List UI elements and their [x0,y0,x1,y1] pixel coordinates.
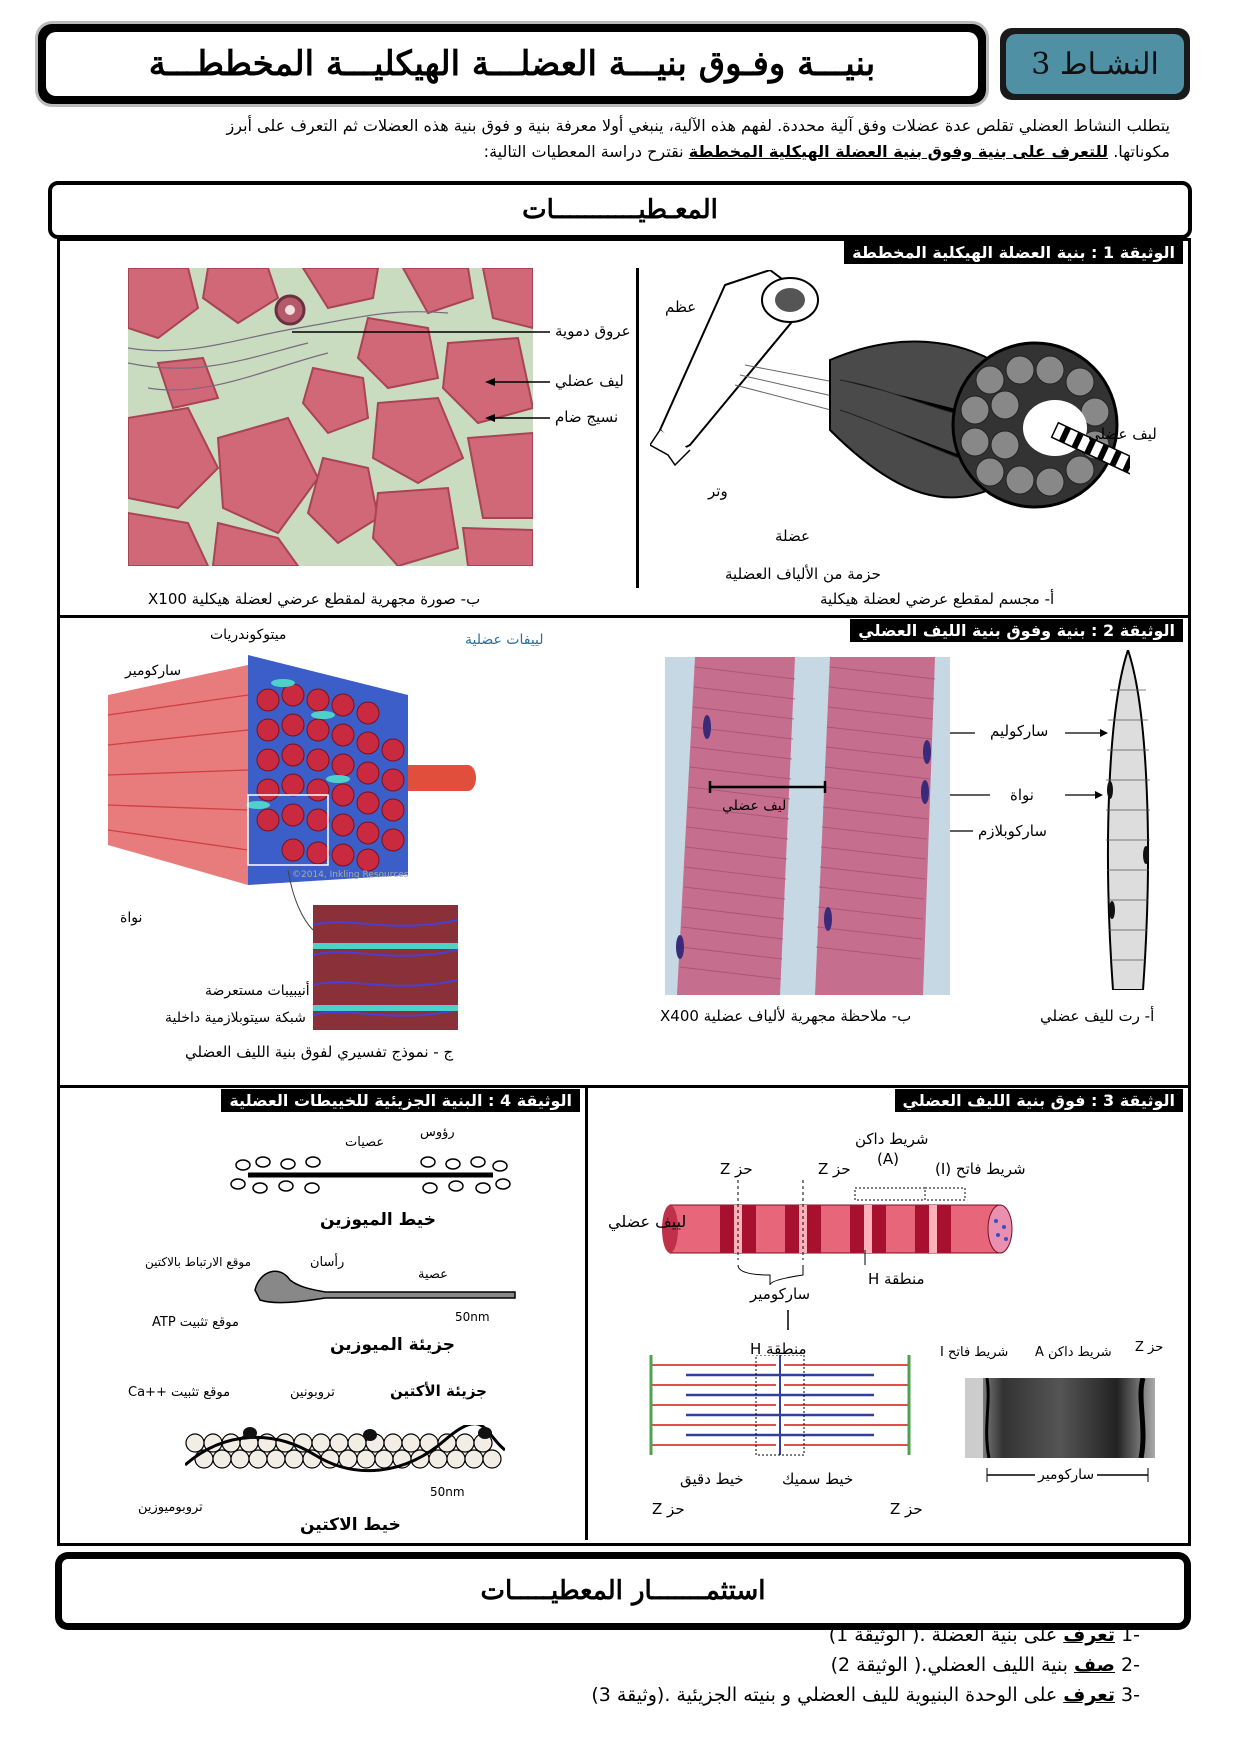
doc1-label-fiber-a: ليف عضلي [1088,425,1157,443]
doc2-label-nucleus-a: نواة [1010,786,1034,804]
doc2-label-mito: ميتوكوندريات [210,627,287,643]
doc4-label-heads: رؤوس [420,1125,455,1140]
doc1-caption-a: أ- مجسم لمقطع عرضي لعضلة هيكلية [820,590,1055,608]
doc2-label-ttubules: أنيبيبات مستعرضة [205,983,310,999]
doc1-label-vessels: عروق دموية [555,322,631,340]
activity-label: النشـاط 3 [1031,46,1159,82]
doc3-label-z2: حز Z [818,1160,851,1178]
question-item: -3 تعرف على الوحدة البنيوية لليف العضلي … [591,1684,1140,1706]
doc3-title: الوثيقة 3 : فوق بنية الليف العضلي [894,1089,1183,1112]
doc3-annotations [737,1180,966,1330]
doc1-micrograph [128,268,533,566]
doc2-title: الوثيقة 2 : بنية وفوق بنية الليف العضلي [850,619,1183,642]
doc4-actin-filament [185,1425,505,1473]
doc2-watermark: ©2014, Inkling Resources [292,870,409,880]
doc2-label-fiber-b: ليف عضلي [722,798,787,814]
doc1-label-fiber-b: ليف عضلي [555,372,624,390]
doc2-caption-a: أ- رت لليف عضلي [1040,1007,1155,1025]
doc3-label-thin: خيط دقيق [680,1470,744,1488]
doc3-label-em-i: شريط فاتح I [940,1345,1009,1360]
intro-text-a: مكوناتها. [1113,142,1170,161]
doc3-label-em-a: شريط داكن A [1035,1345,1112,1360]
doc4-label-ca-site: موقع تثبيت ++Ca [128,1385,231,1400]
doc1-label-connective: نسيج ضام [555,408,619,426]
exploit-section-banner: استثمـــــــار المعطيـــــات [58,1555,1188,1627]
doc3-filament-schematic [649,1355,911,1456]
doc2-label-nucleus-c: نواة [120,910,143,926]
doc2-label-sarcolemma: ساركوليم [990,722,1049,740]
question-item: -2 صف بنية الليف العضلي.( الوثيقة 2) [830,1654,1140,1676]
exploit-section-title: استثمـــــــار المعطيـــــات [480,1576,766,1606]
doc4-label-tropomyosin: تروبوميوزين [138,1500,203,1515]
intro-line-2: مكوناتها. للتعرف على بنية وفوق بنية العض… [50,139,1170,165]
doc1-muscle-drawing [650,270,1130,509]
doc4-label-rods: عصيات [345,1135,385,1150]
intro-text-c: نقترح دراسة المعطيات التالية: [483,142,684,161]
data-section-banner: المعـطيـــــــــــات [48,181,1192,239]
questions-list: -1 تعرف على بنية العضلة .( الوثيقة 1) -2… [60,1620,1140,1710]
doc3-label-z4: حز Z [890,1500,923,1518]
doc3-electron-micrograph [965,1378,1155,1458]
doc2-label-myofibrils: لييفات عضلية [465,632,544,648]
doc3-label-h-zone-2: منطقة H [750,1340,807,1358]
doc3-label-dark-band-code: (A) [877,1150,899,1168]
doc4-label-atp-site: موقع تثبيت ATP [152,1315,239,1330]
activity-badge: النشـاط 3 [1006,34,1184,94]
doc2-micrograph [665,657,950,995]
doc4-myosin-molecule [254,1270,516,1304]
title-panel: بنيـــة وفـوق بنيـــة العضلـــة الهيكليـ… [46,32,978,96]
question-item: -1 تعرف على بنية العضلة .( الوثيقة 1) [828,1624,1140,1646]
doc3-label-light-band: شريط فاتح (I) [935,1160,1026,1178]
doc1-divider [636,268,639,588]
doc4-scale-2: 50nm [430,1485,465,1499]
doc1-label-muscle: عضلة [775,527,810,545]
doc4-label-actin-filament: خيط الاكتين [300,1515,401,1535]
doc4-label-two-heads: رأسان [310,1255,345,1270]
doc3-label-z3: حز Z [652,1500,685,1518]
doc2-fiber-drawing [1106,650,1150,990]
data-section-title: المعـطيـــــــــــات [522,195,718,225]
doc2-caption-b: ب- ملاحظة مجهرية لألياف عضلية X400 [660,1007,912,1025]
doc4-label-actin-site: موقع الارتباط بالاكتين [145,1255,251,1269]
doc3-label-thick: خيط سميك [782,1470,854,1488]
doc2-a-pointers [927,729,1108,835]
doc4-label-myosin-filament: خيط الميوزين [320,1210,436,1230]
doc4-myosin-filament [230,1156,511,1194]
page-title: بنيـــة وفـوق بنيـــة العضلـــة الهيكليـ… [148,44,876,84]
intro-paragraph: يتطلب النشاط العضلي تقلص عدة عضلات وفق آ… [50,113,1170,165]
doc4-label-rod: عصية [418,1267,448,1282]
doc1-title: الوثيقة 1 : بنية العضلة الهيكلية المخططة [844,241,1183,264]
doc4-label-actin-molecule: جزيئة الأكتين [390,1382,487,1400]
intro-line-1: يتطلب النشاط العضلي تقلص عدة عضلات وفق آ… [226,116,1170,135]
doc2-caption-c: ج - نموذج تفسيري لفوق بنية الليف العضلي [185,1043,454,1061]
doc2-label-sr: شبكة سيتوبلازمية داخلية [165,1010,306,1026]
doc1-b-pointers [292,331,550,422]
doc3-label-sarcomere: ساركومير [750,1285,811,1303]
doc4-scale-1: 50nm [455,1310,490,1324]
doc4-label-myosin-molecule: جزيئة الميوزين [330,1335,456,1355]
intro-highlight: للتعرف على بنية وفوق بنية العضلة الهيكلي… [688,142,1109,161]
doc2-fiber-3d-model [108,655,476,1030]
doc1-label-tendon: وتر [708,482,728,500]
doc4-title: الوثيقة 4 : البنية الجزيئية للخييطات الع… [221,1089,580,1112]
doc3-label-myofibril: لييف عضلي [608,1212,687,1231]
doc2-label-sarcoplasm: ساركوبلازم [978,822,1047,840]
doc3-label-h-zone: منطقة H [868,1270,925,1288]
doc2-label-sarcomere: ساركومير [125,663,182,679]
doc3-label-z1: حز Z [720,1160,753,1178]
doc1-caption-b: ب- صورة مجهرية لمقطع عرضي لعضلة هيكلية X… [148,590,481,608]
doc1-label-bone: عظم [665,298,697,316]
doc34-divider [585,1088,588,1540]
doc3-label-em-sarcomere: ساركومير [1035,1467,1098,1483]
doc1-label-fascicle: حزمة من الألياف العضلية [725,565,881,583]
doc3-label-dark-band: شريط داكن [855,1130,929,1148]
doc3-label-em-z: حز Z [1135,1340,1164,1355]
doc4-label-troponin: تروبونين [290,1385,335,1400]
